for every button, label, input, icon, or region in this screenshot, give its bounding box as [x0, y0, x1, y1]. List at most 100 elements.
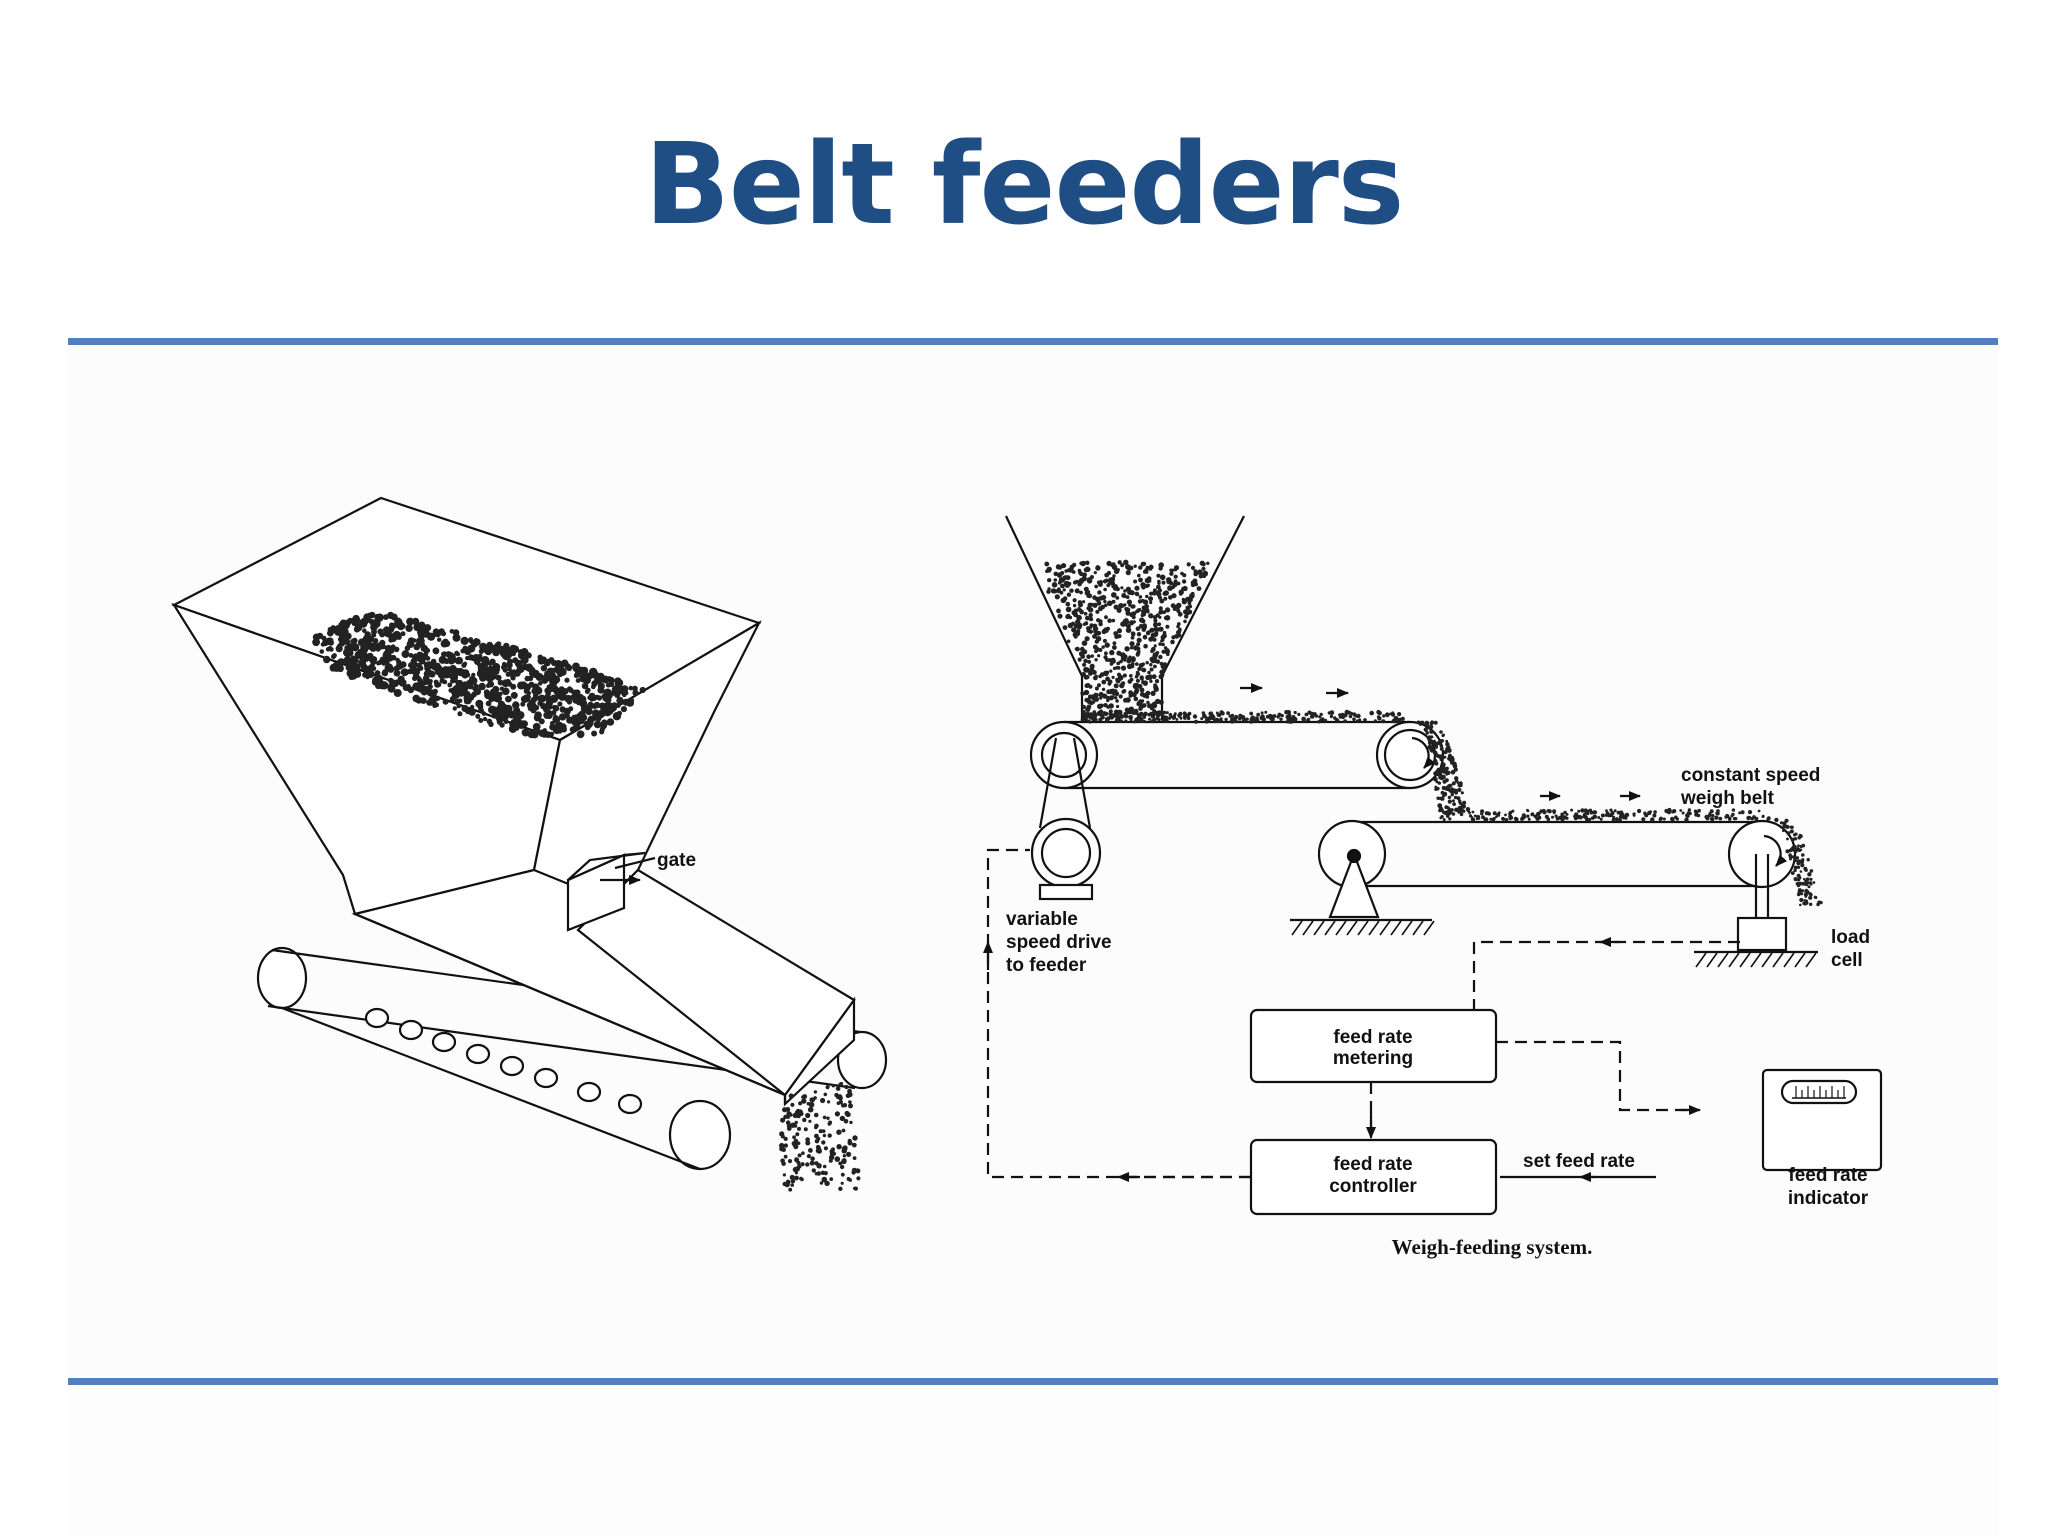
material-particle: [495, 674, 502, 681]
material-particle: [1686, 811, 1690, 815]
material-particle: [434, 681, 441, 688]
feeder-gate: [566, 851, 656, 932]
material-particle: [1447, 754, 1453, 759]
material-particle: [787, 1126, 792, 1131]
material-particle: [1168, 595, 1173, 600]
material-particle: [1116, 666, 1121, 670]
material-particle: [1233, 718, 1238, 724]
material-particle: [1081, 560, 1087, 566]
material-particle: [1200, 717, 1204, 721]
indicator-label: feed rate: [1788, 1165, 1867, 1186]
material-particle: [1080, 691, 1085, 696]
material-particle: [1062, 575, 1068, 581]
material-particle: [1089, 575, 1094, 580]
material-particle: [1201, 566, 1206, 571]
material-particle: [794, 1166, 800, 1172]
material-particle: [508, 724, 517, 734]
material-particle: [1115, 678, 1121, 684]
material-particle: [1649, 810, 1652, 813]
material-particle: [1165, 624, 1170, 629]
material-particle: [1693, 809, 1698, 813]
material-particle: [546, 702, 552, 709]
material-particle: [1430, 720, 1435, 725]
material-particle: [1802, 901, 1806, 906]
hatch-stroke: [1313, 920, 1325, 936]
material-particle: [1705, 816, 1710, 821]
material-particle: [1334, 717, 1339, 722]
material-particle: [1671, 810, 1675, 814]
material-particle: [836, 1129, 842, 1135]
material-particle: [1124, 719, 1128, 723]
material-particle: [1084, 621, 1089, 626]
material-particle: [1125, 627, 1132, 633]
material-particle: [1447, 808, 1452, 812]
material-particle: [1440, 790, 1445, 795]
material-particle: [1318, 715, 1322, 719]
material-particle: [1292, 718, 1296, 722]
hatch-stroke: [1291, 920, 1303, 936]
material-particle: [813, 1096, 817, 1100]
material-particle: [1393, 715, 1399, 721]
material-particle: [818, 1129, 823, 1134]
material-particle: [1181, 599, 1187, 605]
material-particle: [1766, 817, 1770, 821]
material-particle: [379, 656, 387, 664]
material-particle: [1145, 630, 1151, 636]
material-particle: [616, 710, 623, 716]
material-particle: [312, 638, 320, 647]
material-particle: [1141, 609, 1146, 615]
material-particle: [412, 667, 420, 676]
material-particle: [1141, 627, 1147, 632]
material-particle: [1107, 601, 1111, 605]
bottom-divider: [68, 1378, 1998, 1385]
material-particle: [1747, 810, 1753, 815]
material-particle: [1809, 883, 1813, 886]
lower-panel: [68, 1386, 1998, 1536]
material-particle: [411, 653, 420, 662]
flow-arrows: [1240, 683, 1641, 801]
material-particle: [552, 715, 561, 724]
material-particle: [1487, 812, 1491, 816]
material-particle: [1757, 809, 1761, 813]
material-particle: [534, 711, 542, 719]
material-particle: [1157, 595, 1163, 600]
idler-rollers: [364, 1007, 643, 1115]
material-particle: [1194, 719, 1198, 724]
material-particle: [568, 687, 574, 693]
material-particle: [1613, 809, 1617, 813]
material-particle: [803, 1127, 808, 1132]
material-particle: [463, 695, 471, 702]
material-particle: [1459, 809, 1463, 813]
material-particle: [362, 628, 367, 633]
hopper-bulk-material: [1044, 559, 1823, 907]
material-particle: [576, 712, 582, 718]
material-particle: [797, 1109, 803, 1115]
material-particle: [1813, 895, 1817, 899]
material-particle: [393, 669, 401, 677]
material-particle: [1194, 582, 1198, 587]
material-particle: [1249, 719, 1254, 724]
material-particle: [589, 667, 598, 677]
material-particle: [1083, 689, 1090, 696]
material-particle: [336, 658, 345, 667]
material-particle: [1442, 779, 1447, 784]
material-particle: [1130, 631, 1136, 637]
material-particle: [822, 1115, 827, 1120]
material-particle: [502, 687, 510, 696]
material-particle: [1224, 717, 1228, 722]
material-particle: [511, 710, 519, 719]
material-particle: [455, 690, 462, 697]
material-particle: [1563, 810, 1567, 815]
material-particle: [1051, 582, 1058, 588]
material-particle: [1153, 622, 1158, 628]
material-particle: [1104, 603, 1108, 608]
material-particle: [1445, 747, 1449, 751]
material-particle: [1433, 777, 1438, 782]
material-particle: [1164, 718, 1169, 723]
material-particle: [847, 1140, 853, 1146]
material-particle: [1108, 577, 1112, 581]
material-particle: [481, 656, 490, 665]
material-particle: [1075, 579, 1079, 584]
material-particle: [1170, 568, 1175, 572]
material-particle: [1355, 719, 1360, 723]
